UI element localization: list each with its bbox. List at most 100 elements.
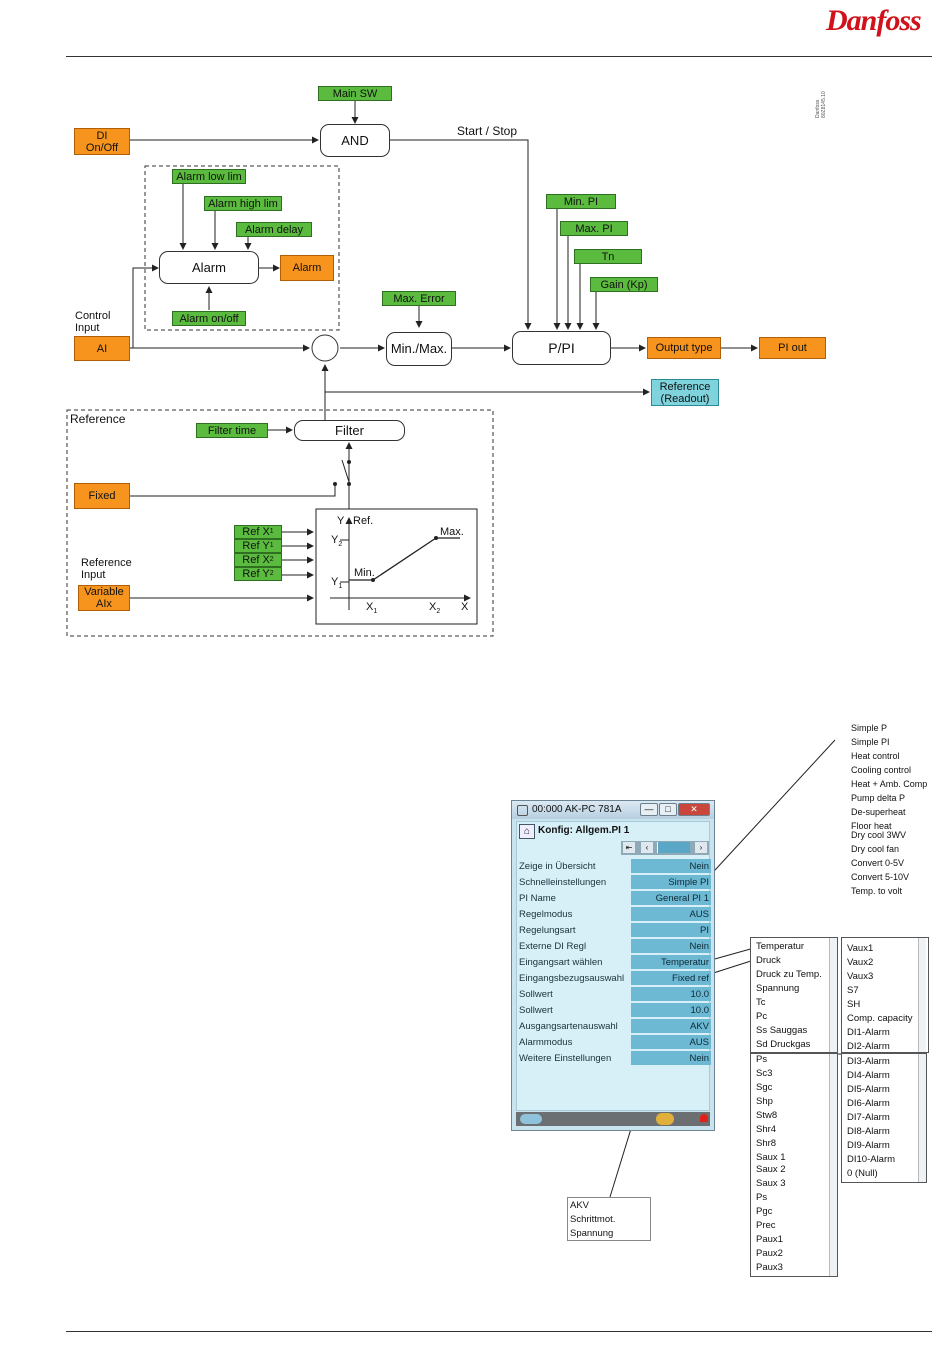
list-item[interactable]: Vaux3 bbox=[847, 971, 874, 982]
output-type-box: Output type bbox=[647, 337, 721, 359]
list-item[interactable]: DI1-Alarm bbox=[847, 1027, 890, 1038]
reference-readout-box: Reference (Readout) bbox=[651, 379, 719, 406]
scrollbar[interactable] bbox=[918, 1054, 926, 1182]
tn-box: Tn bbox=[574, 249, 642, 264]
list-item[interactable]: Vaux1 bbox=[847, 943, 874, 954]
row-value[interactable]: PI bbox=[631, 923, 711, 937]
row-value[interactable]: Nein bbox=[631, 1051, 711, 1065]
row-value[interactable]: AUS bbox=[631, 1035, 711, 1049]
home-icon[interactable]: ⌂ bbox=[519, 824, 535, 839]
alarm-onoff-box: Alarm on/off bbox=[172, 311, 246, 326]
list-item[interactable]: DI10-Alarm bbox=[847, 1154, 896, 1165]
list-item[interactable]: DI4-Alarm bbox=[847, 1070, 890, 1081]
row-value[interactable]: General PI 1 bbox=[631, 891, 711, 905]
list-item[interactable]: Paux3 bbox=[756, 1262, 783, 1273]
list-item[interactable]: Comp. capacity bbox=[847, 1013, 913, 1024]
graph-x1-label: X1 bbox=[366, 601, 378, 616]
output-type-list: AKV Schrittmot. Spannung bbox=[567, 1197, 651, 1241]
settings-row[interactable]: Schnelleinstellungen Simple PI bbox=[519, 875, 711, 890]
row-value[interactable]: AUS bbox=[631, 907, 711, 921]
list-item[interactable]: Schrittmot. bbox=[570, 1214, 616, 1225]
minimize-button[interactable]: — bbox=[640, 803, 658, 816]
row-label: PI Name bbox=[519, 893, 556, 904]
list-item[interactable]: Druck bbox=[756, 955, 781, 966]
scrollbar[interactable] bbox=[918, 938, 926, 1052]
row-value[interactable]: Temperatur bbox=[631, 955, 711, 969]
row-label: Eingangsart wählen bbox=[519, 957, 603, 968]
row-value[interactable]: 10.0 bbox=[631, 987, 711, 1001]
list-item[interactable]: Stw8 bbox=[756, 1110, 778, 1121]
list-item[interactable]: Pc bbox=[756, 1011, 768, 1022]
list-item[interactable]: Sgc bbox=[756, 1082, 773, 1093]
list-item[interactable]: Saux 3 bbox=[756, 1178, 786, 1189]
list-item[interactable]: Saux 2 bbox=[756, 1164, 786, 1175]
settings-row[interactable]: Weitere Einstellungen Nein bbox=[519, 1051, 711, 1066]
list-item[interactable]: Shp bbox=[756, 1096, 773, 1107]
scrollbar[interactable] bbox=[829, 1054, 837, 1276]
list-item[interactable]: Temperatur bbox=[756, 941, 805, 952]
settings-row[interactable]: PI Name General PI 1 bbox=[519, 891, 711, 906]
key-icon[interactable] bbox=[520, 1114, 542, 1124]
list-item[interactable]: AKV bbox=[570, 1200, 590, 1211]
list-item[interactable]: Paux1 bbox=[756, 1234, 783, 1245]
row-value[interactable]: Fixed ref bbox=[631, 971, 711, 985]
reference-curve bbox=[349, 537, 460, 581]
list-item[interactable]: DI2-Alarm bbox=[847, 1041, 890, 1052]
list-item[interactable]: Spannung bbox=[570, 1228, 614, 1239]
list-item[interactable]: Vaux2 bbox=[847, 957, 874, 968]
list-item[interactable]: Sd Druckgas bbox=[756, 1039, 811, 1050]
wrench-icon[interactable] bbox=[656, 1113, 674, 1125]
first-page-icon[interactable]: ⇤ bbox=[623, 842, 635, 853]
next-page-icon[interactable]: › bbox=[695, 842, 707, 853]
maximize-button[interactable]: □ bbox=[659, 803, 677, 816]
list-item[interactable]: Saux 1 bbox=[756, 1152, 786, 1163]
reference-input-label: Reference Input bbox=[81, 557, 132, 581]
list-item[interactable]: DI7-Alarm bbox=[847, 1112, 890, 1123]
page-field[interactable] bbox=[657, 842, 690, 853]
row-value[interactable]: Nein bbox=[631, 939, 711, 953]
row-label: Weitere Einstellungen bbox=[519, 1053, 612, 1064]
mode-item: Dry cool fan bbox=[851, 844, 900, 854]
prev-page-icon[interactable]: ‹ bbox=[641, 842, 653, 853]
list-item[interactable]: Ss Sauggas bbox=[756, 1025, 808, 1036]
list-item[interactable]: 0 (Null) bbox=[847, 1168, 878, 1179]
list-item[interactable]: DI9-Alarm bbox=[847, 1140, 890, 1151]
list-item[interactable]: Ps bbox=[756, 1192, 768, 1203]
list-item[interactable]: S7 bbox=[847, 985, 859, 996]
settings-row[interactable]: Eingangsart wählen Temperatur bbox=[519, 955, 711, 970]
list-item[interactable]: Druck zu Temp. bbox=[756, 969, 822, 980]
scrollbar[interactable] bbox=[829, 938, 837, 1052]
list-item[interactable]: Paux2 bbox=[756, 1248, 783, 1259]
list-item[interactable]: Pgc bbox=[756, 1206, 773, 1217]
list-item[interactable]: Prec bbox=[756, 1220, 776, 1231]
close-button[interactable]: ✕ bbox=[678, 803, 710, 816]
list-item[interactable]: Shr4 bbox=[756, 1124, 777, 1135]
list-item[interactable]: Sc3 bbox=[756, 1068, 773, 1079]
row-value[interactable]: Nein bbox=[631, 859, 711, 873]
row-value[interactable]: Simple PI bbox=[631, 875, 711, 889]
row-value[interactable]: 10.0 bbox=[631, 1003, 711, 1017]
row-value[interactable]: AKV bbox=[631, 1019, 711, 1033]
list-item[interactable]: Shr8 bbox=[756, 1138, 777, 1149]
list-item[interactable]: SH bbox=[847, 999, 861, 1010]
mode-item: Convert 5-10V bbox=[851, 872, 910, 882]
list-item[interactable]: Ps bbox=[756, 1054, 768, 1065]
list-item[interactable]: Tc bbox=[756, 997, 766, 1008]
list-item[interactable]: DI5-Alarm bbox=[847, 1084, 890, 1095]
alarm-block: Alarm bbox=[159, 251, 259, 284]
row-label: Schnelleinstellungen bbox=[519, 877, 607, 888]
list-item[interactable]: DI3-Alarm bbox=[847, 1056, 890, 1067]
list-item[interactable]: Spannung bbox=[756, 983, 800, 994]
list-item[interactable]: DI8-Alarm bbox=[847, 1126, 890, 1137]
min-pi-box: Min. PI bbox=[546, 194, 616, 209]
list-item[interactable]: DI6-Alarm bbox=[847, 1098, 890, 1109]
